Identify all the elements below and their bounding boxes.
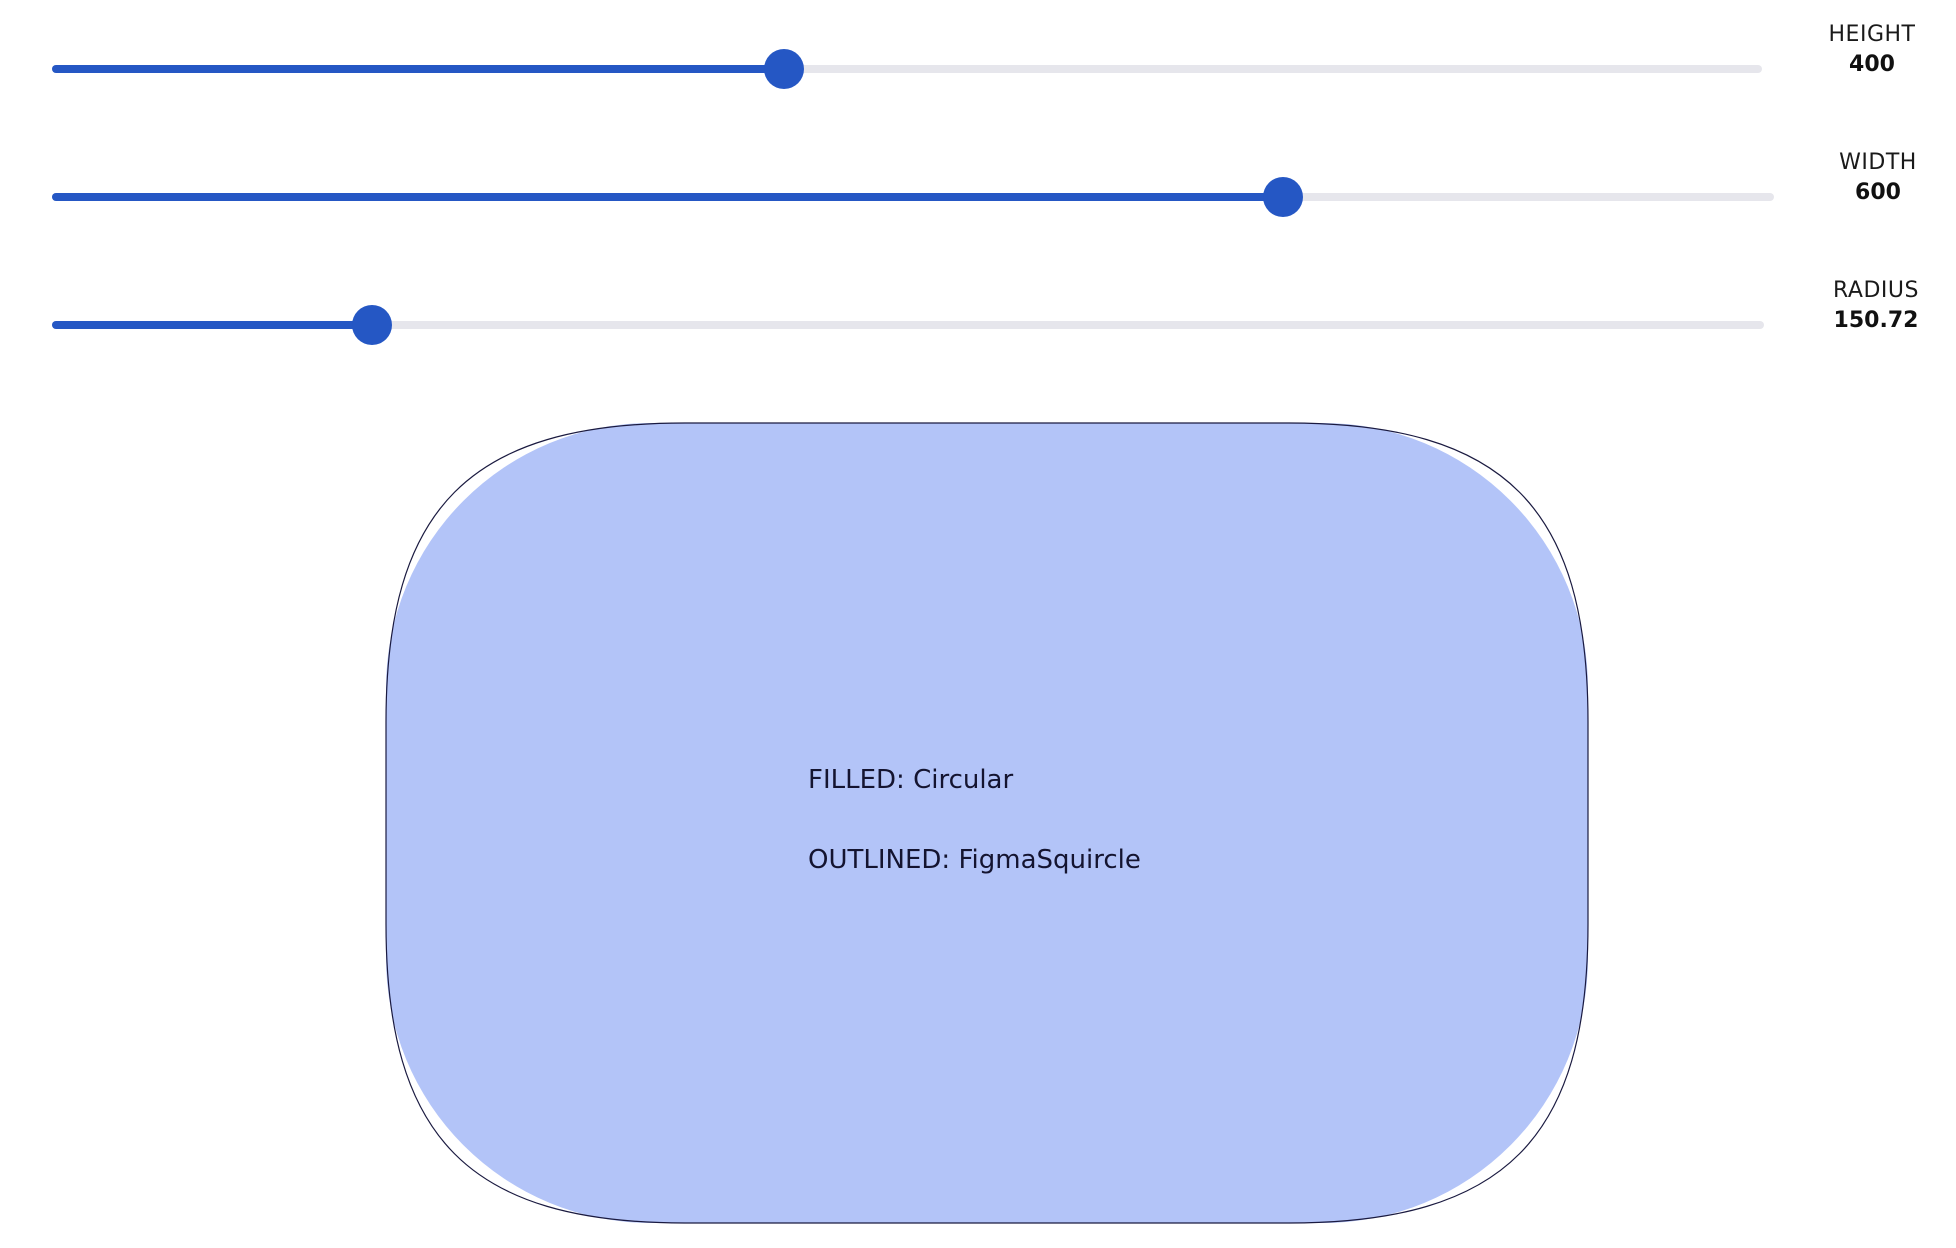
width-slider-row: WIDTH 600 (0, 148, 1956, 228)
radius-slider[interactable] (52, 305, 1764, 345)
width-slider-fill (52, 193, 1284, 201)
radius-value: 150.72 (1833, 308, 1919, 333)
height-slider-thumb[interactable] (763, 49, 804, 89)
radius-slider-fill (52, 321, 373, 329)
outlined-caption: OUTLINED: FigmaSquircle (808, 845, 1141, 875)
height-slider-fill (52, 65, 784, 73)
shape-preview: FILLED: Circular OUTLINED: FigmaSquircle (385, 422, 1589, 1228)
width-slider-thumb[interactable] (1263, 177, 1304, 217)
filled-caption: FILLED: Circular (808, 765, 1014, 795)
width-value: 600 (1855, 180, 1901, 205)
radius-slider-row: RADIUS 150.72 (0, 276, 1956, 356)
radius-slider-thumb[interactable] (352, 305, 393, 345)
squircle-shape (385, 422, 1589, 1224)
outlined-squircle-shape (385, 422, 1589, 1224)
radius-label: RADIUS (1833, 278, 1919, 303)
height-value-box: HEIGHT 400 (1802, 20, 1942, 80)
height-label: HEIGHT (1828, 22, 1916, 47)
width-value-box: WIDTH 600 (1808, 148, 1948, 208)
width-slider[interactable] (52, 177, 1774, 217)
filled-circular-shape (386, 423, 1588, 1223)
width-label: WIDTH (1839, 150, 1917, 175)
height-slider[interactable] (52, 49, 1762, 89)
radius-value-box: RADIUS 150.72 (1806, 276, 1946, 336)
height-slider-row: HEIGHT 400 (0, 20, 1956, 100)
height-value: 400 (1849, 52, 1895, 77)
